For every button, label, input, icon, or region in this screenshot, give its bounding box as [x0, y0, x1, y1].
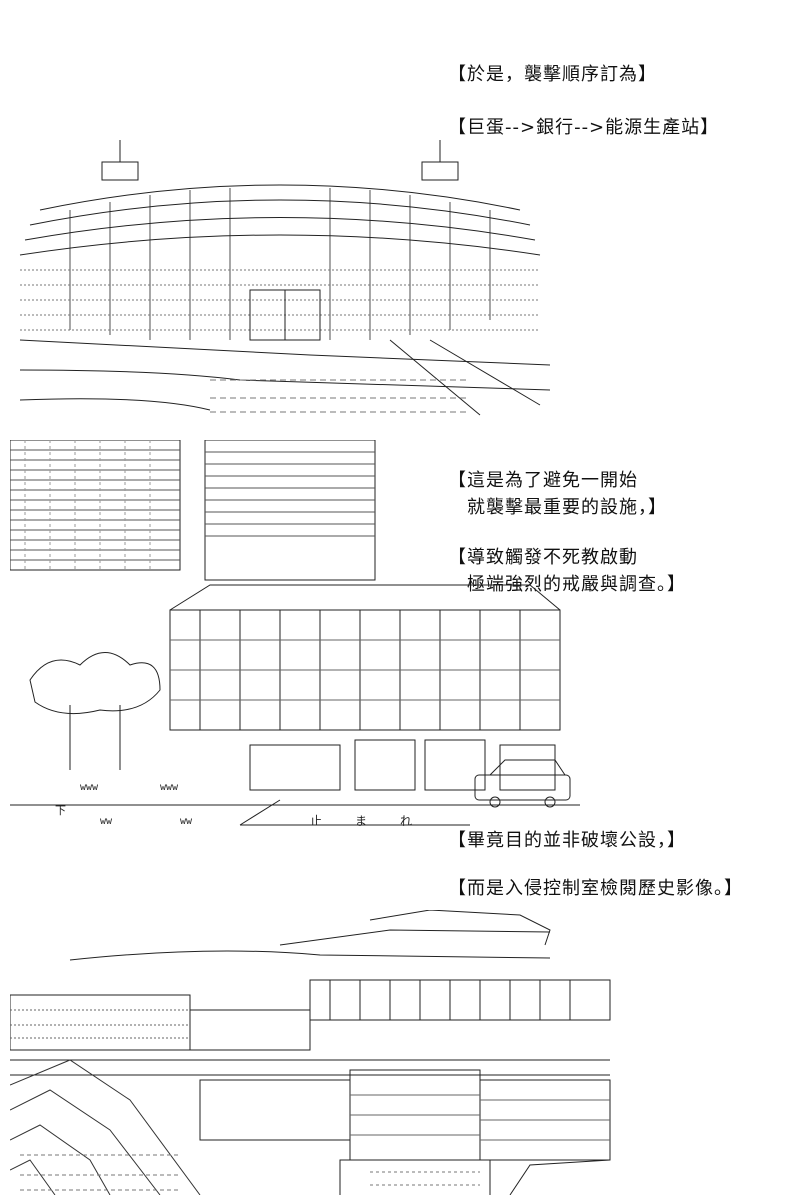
ground-grass-4: ww: [180, 816, 193, 827]
road-sign-stop: 止: [310, 814, 323, 828]
caption-reason-line1: 【這是為了避免一開始: [448, 470, 638, 491]
road-sign-ma: ま: [355, 814, 368, 828]
ground-grass-3: ww: [100, 816, 113, 827]
caption-control-room: 【而是入侵控制室檢閱歷史影像。】: [448, 878, 743, 899]
caption-targets: 【巨蛋-->銀行-->能源生產站】: [448, 117, 720, 138]
caption-lockdown-line1: 【導致觸發不死教啟動: [448, 547, 638, 568]
ground-grass-2: www: [160, 782, 179, 793]
road-sign-re: れ: [400, 814, 413, 828]
caption-lockdown-line2: 極端強烈的戒嚴與調查。】: [448, 574, 686, 595]
caption-not-destruction: 【畢竟目的並非破壞公設，】: [448, 830, 686, 851]
power-plant-ascii-art-icon: [10, 910, 620, 1195]
caption-reason-line2: 就襲擊最重要的設施，】: [448, 497, 667, 518]
caption-attack-order: 【於是，襲擊順序訂為】: [448, 64, 657, 85]
dome-ascii-art-icon: [10, 140, 550, 420]
bank-street-ascii-art-icon: 下 www www ww ww 止 ま れ: [10, 440, 580, 830]
ground-grass-1: www: [80, 782, 99, 793]
ground-text-left: 下: [55, 804, 66, 817]
